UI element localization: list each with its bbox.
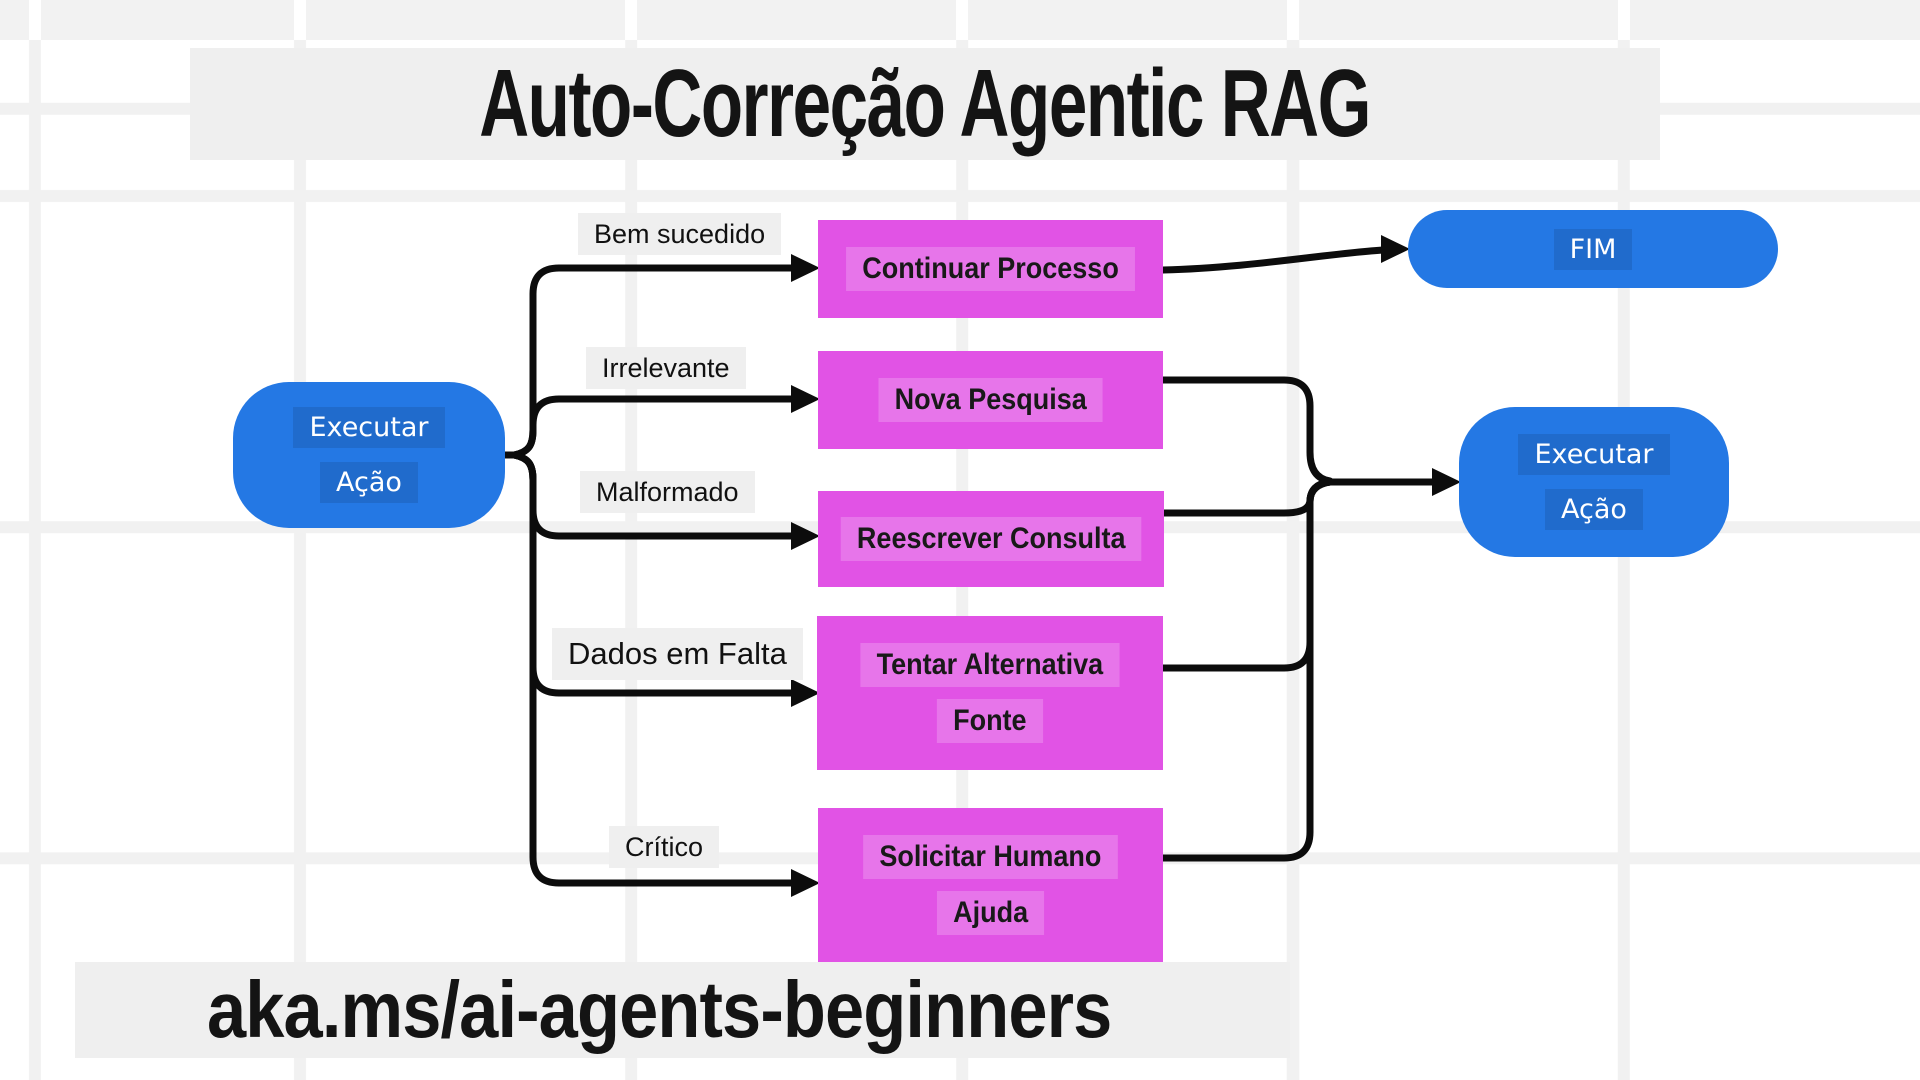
footer-link: aka.ms/ai-agents-beginners: [207, 965, 1112, 1054]
node-fim: FIM: [1408, 210, 1778, 288]
node-executar-acao-end: Executar Ação: [1459, 407, 1729, 557]
action-nova-pesquisa-label: Nova Pesquisa: [878, 378, 1103, 422]
footer-banner: aka.ms/ai-agents-beginners: [75, 962, 1290, 1058]
arrowhead-continue: [791, 254, 820, 282]
grid-top-band: [0, 0, 1920, 40]
edge-label-critico: Crítico: [609, 826, 720, 868]
arrowhead-fim: [1381, 235, 1410, 263]
edge-continue-to-fim: [1159, 246, 1388, 274]
edge-label-bem-sucedido: Bem sucedido: [578, 213, 782, 255]
edge-label-dados-em-falta: Dados em Falta: [552, 628, 803, 680]
page-title: Auto-Correção Agentic RAG: [479, 50, 1372, 157]
action-nova-pesquisa: Nova Pesquisa: [818, 351, 1163, 449]
node-executar-acao-start: Executar Ação: [233, 382, 505, 528]
arrowhead-human: [791, 869, 820, 897]
edge-label-irrelevante: Irrelevante: [586, 347, 746, 389]
action-reescrever-label: Reescrever Consulta: [840, 517, 1142, 561]
action-humano-line1: Solicitar Humano: [863, 835, 1118, 879]
edge-human-to-junction: [1159, 478, 1334, 862]
node-end-line2: Ação: [1545, 489, 1643, 530]
title-banner: Auto-Correção Agentic RAG: [190, 48, 1660, 160]
arrowhead-alternative: [791, 679, 820, 707]
edge-irrelevant-line: [501, 395, 798, 459]
arrowhead-newsearch: [791, 385, 820, 413]
action-alternativa-line2: Fonte: [937, 699, 1043, 743]
action-continuar-label: Continuar Processo: [846, 247, 1135, 291]
node-fim-label: FIM: [1553, 228, 1633, 270]
action-solicitar-humano-ajuda: Solicitar Humano Ajuda: [818, 808, 1163, 962]
node-end-line1: Executar: [1518, 434, 1670, 475]
action-tentar-alternativa-fonte: Tentar Alternativa Fonte: [817, 616, 1163, 770]
action-alternativa-line1: Tentar Alternativa: [860, 643, 1120, 687]
arrowhead-rewrite: [791, 522, 820, 550]
action-reescrever-consulta: Reescrever Consulta: [818, 491, 1164, 587]
edge-rewrite-to-junction: [1160, 478, 1334, 517]
node-start-line1: Executar: [293, 407, 445, 448]
arrowhead-end: [1432, 468, 1461, 496]
action-continuar-processo: Continuar Processo: [818, 220, 1163, 318]
edge-newsearch-to-junction: [1159, 376, 1334, 485]
edge-critical-line: [501, 451, 798, 887]
action-humano-line2: Ajuda: [936, 891, 1045, 935]
node-start-line2: Ação: [320, 462, 418, 503]
edge-label-malformado: Malformado: [580, 471, 755, 513]
